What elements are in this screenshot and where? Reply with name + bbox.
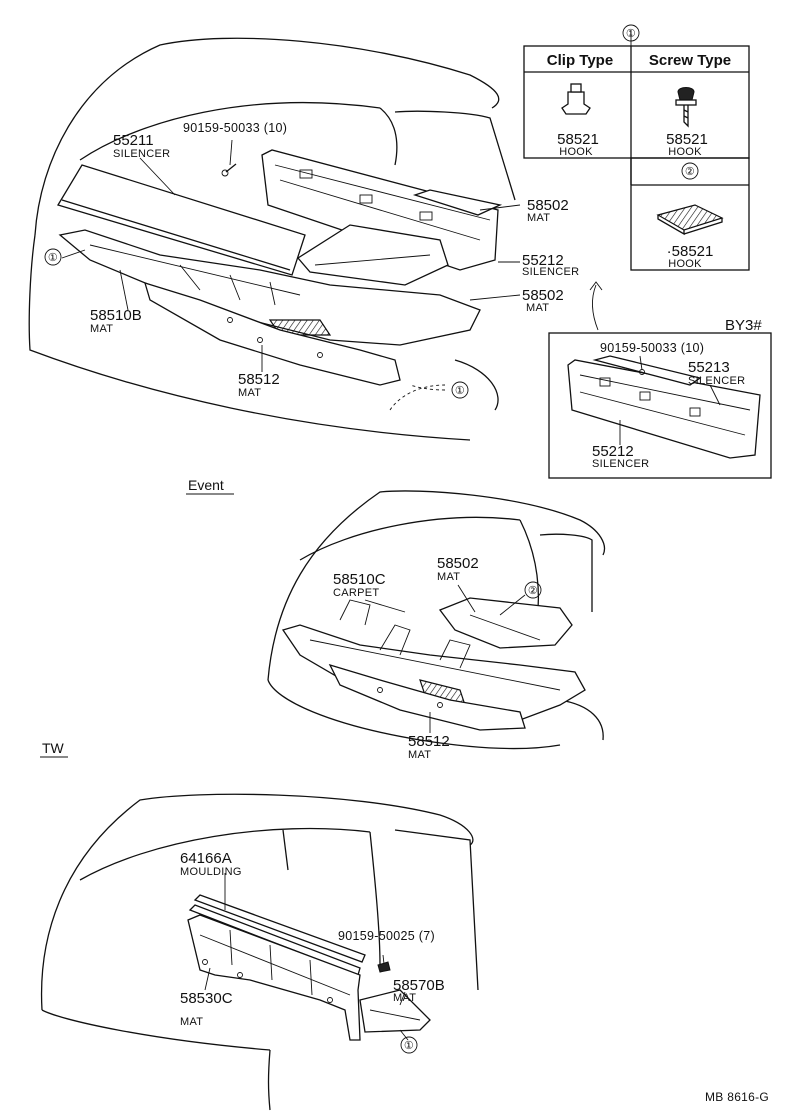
- event-leader-lines: [364, 584, 526, 733]
- tw-mat-58570B: [359, 989, 431, 1033]
- screw-part-number: 58521: [666, 131, 708, 148]
- tw-58570B-name: MAT: [393, 992, 416, 1004]
- tw-64166A-number: 64166A: [180, 850, 232, 867]
- event-58510C-name: CARPET: [333, 587, 379, 599]
- label-55212-name: SILENCER: [522, 266, 579, 278]
- tw-screw-number: 90159-50025 (7): [338, 929, 435, 943]
- callout-1-left: ①: [44, 248, 62, 266]
- svg-text:①: ①: [404, 1040, 414, 1052]
- label-58510B-number: 58510B: [90, 307, 142, 324]
- clip-part-name: HOOK: [559, 146, 593, 158]
- label-90159-50033-number: 90159-50033 (10): [183, 121, 287, 135]
- by3-55213-number: 55213: [688, 359, 730, 376]
- type2-part-number: ·58521: [667, 243, 714, 260]
- callout-1-bottom-top: ①: [451, 381, 469, 399]
- table-header-screw-type: Screw Type: [649, 52, 731, 69]
- by3-label: BY3#: [725, 317, 762, 334]
- event-mat-58502: [438, 597, 573, 649]
- adhesive-hook-pad-icon: [656, 204, 724, 236]
- event-58510C-number: 58510C: [333, 571, 386, 588]
- svg-text:①: ①: [455, 385, 465, 397]
- by3-silencer-assembly: [567, 355, 761, 459]
- tw-mat-58530C: [187, 914, 361, 1041]
- callout-2-table: ②: [681, 162, 699, 180]
- tw-64166A-name: MOULDING: [180, 866, 242, 878]
- event-mat-58512: [328, 663, 526, 731]
- tw-screw-90159-50025-icon: [377, 954, 391, 973]
- svg-text:②: ②: [685, 166, 695, 178]
- label-58512-name: MAT: [238, 387, 261, 399]
- event-58512-name: MAT: [408, 749, 431, 761]
- label-55212-number: 55212: [522, 252, 564, 269]
- top-leader-lines: [61, 139, 603, 391]
- screw-part-name: HOOK: [668, 146, 702, 158]
- screw-90159-50033-icon: [221, 163, 237, 177]
- clip-part-number: 58521: [557, 131, 599, 148]
- table-header-clip-type: Clip Type: [547, 52, 613, 69]
- screw-hook-icon: [675, 87, 697, 128]
- svg-text:①: ①: [48, 252, 58, 264]
- by3-55212-name: SILENCER: [592, 458, 649, 470]
- label-58510B-name: MAT: [90, 323, 113, 335]
- tw-vehicle-outline: [40, 793, 479, 1111]
- mat-58502-middle: [297, 224, 449, 286]
- mat-58512: [144, 282, 401, 386]
- tw-58570B-number: 58570B: [393, 977, 445, 994]
- label-58512-number: 58512: [238, 371, 280, 388]
- drawing-code: MB 8616-G: [705, 1090, 769, 1104]
- silencer-55211-panel: [57, 164, 306, 276]
- label-58502-lower-number: 58502: [522, 287, 564, 304]
- callout-2-event: ②: [524, 581, 542, 599]
- event-section-title: Event: [188, 477, 224, 493]
- callout-1-tw: ①: [400, 1036, 418, 1054]
- fastener-detail-table: [523, 30, 750, 271]
- tw-section-title: TW: [42, 740, 65, 756]
- top-vehicle-outline: [28, 37, 516, 441]
- event-58502-number: 58502: [437, 555, 479, 572]
- tw-leader-lines: [204, 873, 409, 1041]
- event-vehicle-outline: [267, 490, 605, 750]
- tw-58530C-number: 58530C: [180, 990, 233, 1007]
- by3-55213-name: SILENCER: [688, 375, 745, 387]
- by3-detail-box: [548, 332, 772, 479]
- clip-hook-icon: [561, 83, 591, 115]
- svg-text:①: ①: [626, 28, 636, 40]
- label-58502-lower-name: MAT: [526, 302, 549, 314]
- label-58502-upper-name: MAT: [527, 212, 550, 224]
- by3-screw-number: 90159-50033 (10): [600, 341, 704, 355]
- label-55211-number: 55211: [113, 132, 154, 149]
- svg-text:②: ②: [528, 585, 538, 597]
- by3-55212-number: 55212: [592, 443, 634, 460]
- label-55211-name: SILENCER: [113, 148, 170, 160]
- label-58502-upper-number: 58502: [527, 197, 569, 214]
- event-58512-number: 58512: [408, 733, 450, 750]
- tw-58530C-name: MAT: [180, 1016, 203, 1028]
- event-58502-name: MAT: [437, 571, 460, 583]
- type2-part-name: HOOK: [668, 258, 702, 270]
- callout-1-top-table: ①: [622, 24, 640, 42]
